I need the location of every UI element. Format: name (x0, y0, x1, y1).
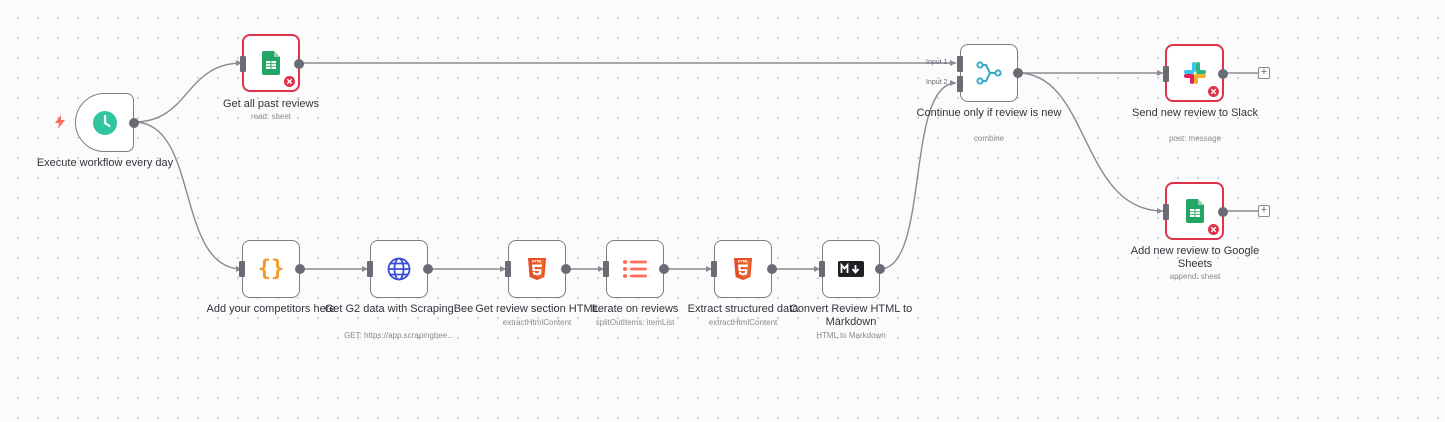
node-title: Execute workflow every day (36, 157, 174, 169)
arrow-iterate (598, 266, 604, 272)
node-get-past-reviews[interactable] (240, 34, 304, 92)
node-subtitle: read: sheet (250, 112, 292, 121)
edge-merge-sheets (1017, 72, 1164, 212)
node-title: Extract structured data (687, 303, 799, 315)
node-scrapingbee-request[interactable] (367, 240, 433, 298)
svg-text:HTML: HTML (532, 260, 544, 264)
arrow-g2 (362, 266, 368, 272)
output-handle[interactable] (875, 264, 885, 274)
node-title: Convert Review HTML to Markdown (789, 303, 913, 328)
output-handle[interactable] (1013, 68, 1023, 78)
node-get-review-section[interactable]: HTML (505, 240, 571, 298)
node-subtitle: splitOutItems: itemList (595, 318, 675, 327)
html5-icon: HTML (528, 258, 546, 280)
node-subtitle: combine (973, 134, 1005, 143)
input-handle-2[interactable] (957, 76, 963, 92)
node-title: Send new review to Slack (1132, 107, 1258, 119)
arrow-slack (1157, 70, 1163, 76)
trigger-bolt-icon (55, 115, 65, 129)
node-subtitle: append: sheet (1169, 272, 1221, 281)
node-subtitle: HTML to Markdown (816, 331, 886, 340)
input-handle[interactable] (1163, 204, 1169, 220)
output-handle[interactable] (1218, 207, 1228, 217)
error-icon (1208, 86, 1219, 97)
node-title: Add new review to Google Sheets (1130, 245, 1260, 270)
markdown-icon (838, 261, 864, 277)
node-add-competitors[interactable]: {} (239, 240, 305, 298)
edge-schedule-competitors (133, 121, 243, 270)
node-convert-markdown[interactable] (819, 240, 885, 298)
add-node-button[interactable]: + (1258, 205, 1270, 217)
output-handle[interactable] (561, 264, 571, 274)
input-handle[interactable] (819, 261, 825, 277)
arrow-extract (706, 266, 712, 272)
node-title: Add your competitors here (206, 303, 336, 315)
output-handle[interactable] (767, 264, 777, 274)
error-icon (1208, 224, 1219, 235)
node-send-slack[interactable] (1163, 44, 1228, 102)
node-subtitle: extractHtmlContent (502, 318, 572, 327)
google-sheets-icon (262, 51, 280, 75)
node-subtitle: GET: https://app.scrapingbee... (344, 331, 454, 340)
arrow-merge-1 (950, 60, 956, 66)
input-handle[interactable] (240, 56, 246, 72)
node-title: Get all past reviews (223, 98, 319, 110)
html5-icon: HTML (734, 258, 752, 280)
output-handle[interactable] (129, 118, 139, 128)
node-iterate-reviews[interactable] (603, 240, 669, 298)
globe-icon (387, 257, 411, 281)
node-title: Continue only if review is new (916, 107, 1062, 119)
output-handle[interactable] (423, 264, 433, 274)
add-node-button[interactable]: + (1258, 67, 1270, 79)
merge-icon (976, 61, 1002, 85)
input-1-label: Input 1 (926, 59, 948, 66)
google-sheets-icon (1185, 199, 1204, 223)
node-title: Iterate on reviews (591, 303, 679, 315)
input-handle[interactable] (505, 261, 511, 277)
node-schedule-trigger[interactable] (75, 93, 139, 152)
slack-icon (1183, 62, 1206, 84)
arrow-sheets (1157, 208, 1163, 214)
error-icon (284, 76, 295, 87)
input-2-label: Input 2 (926, 79, 948, 86)
node-extract-structured-data[interactable]: HTML (711, 240, 777, 298)
output-handle[interactable] (295, 264, 305, 274)
edge-markdown-merge (879, 82, 957, 270)
output-handle[interactable] (659, 264, 669, 274)
input-handle[interactable] (603, 261, 609, 277)
list-icon (623, 260, 647, 278)
node-title: Get review section HTML (475, 303, 599, 315)
input-handle[interactable] (711, 261, 717, 277)
node-subtitle: extractHtmlContent (708, 318, 778, 327)
input-handle-1[interactable] (957, 56, 963, 72)
arrow-markdown (814, 266, 820, 272)
output-handle[interactable] (1218, 69, 1228, 79)
node-subtitle: post: message (1168, 134, 1222, 143)
arrow-past (236, 60, 242, 66)
edge-schedule-past (133, 62, 243, 123)
svg-text:HTML: HTML (738, 260, 750, 264)
arrow-merge-2 (950, 80, 956, 86)
clock-icon (92, 110, 117, 135)
input-handle[interactable] (239, 261, 245, 277)
curly-braces-icon: {} (257, 256, 285, 282)
output-handle[interactable] (294, 59, 304, 69)
node-merge-new-review[interactable] (957, 44, 1023, 102)
input-handle[interactable] (1163, 66, 1169, 82)
input-handle[interactable] (367, 261, 373, 277)
node-append-sheet[interactable] (1163, 182, 1228, 240)
node-title: Get G2 data with ScrapingBee (324, 303, 474, 315)
arrow-section (500, 266, 506, 272)
